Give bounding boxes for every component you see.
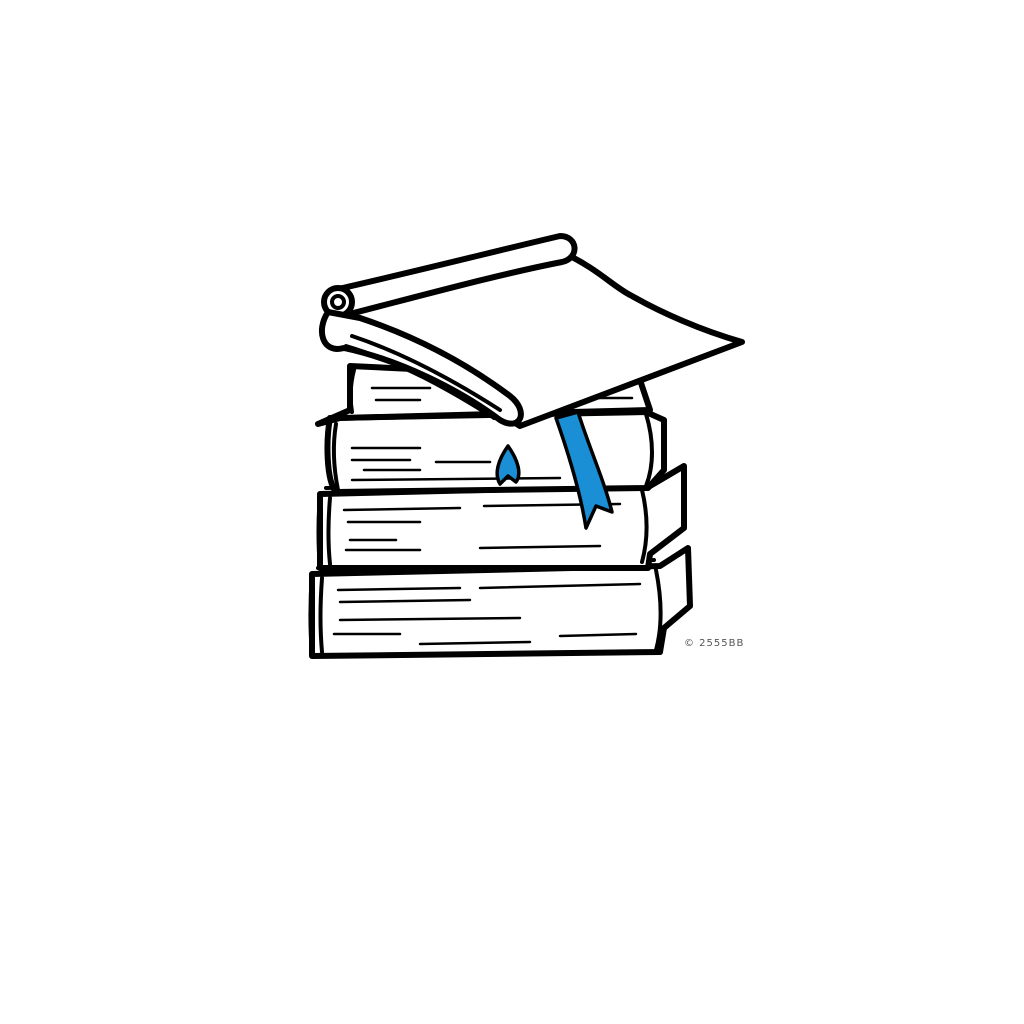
- artist-signature: © 2555BB: [684, 638, 745, 649]
- rolled-scroll: [318, 233, 578, 427]
- drop-icon: [495, 444, 521, 486]
- bookmark-ribbon: [554, 410, 614, 530]
- second-book: [324, 409, 667, 495]
